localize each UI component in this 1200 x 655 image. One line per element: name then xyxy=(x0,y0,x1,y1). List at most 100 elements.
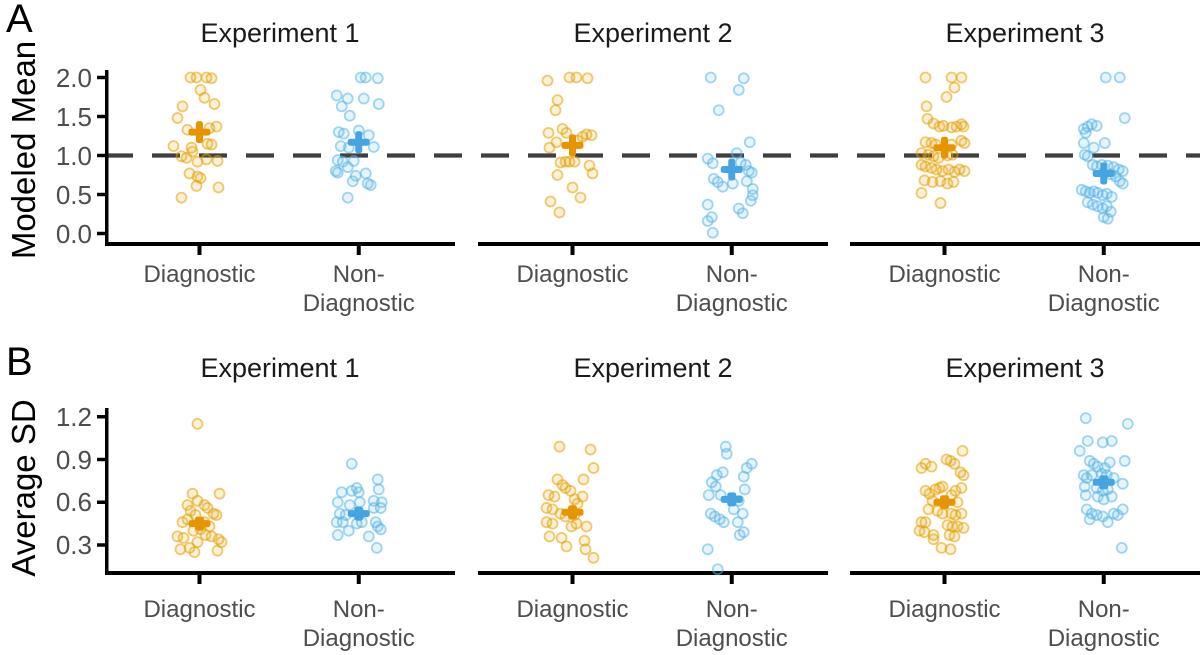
data-point xyxy=(212,181,225,194)
data-point xyxy=(1115,541,1128,554)
panel-letter-a: A xyxy=(6,0,33,41)
data-point xyxy=(1118,112,1131,124)
data-point xyxy=(1098,137,1111,149)
data-point xyxy=(1101,212,1114,225)
data-point xyxy=(551,94,564,107)
data-point xyxy=(745,166,758,179)
x-category-label: Non- xyxy=(332,596,385,623)
data-point xyxy=(587,551,600,564)
mean-marker xyxy=(933,498,956,506)
data-point xyxy=(704,71,717,84)
data-point xyxy=(210,509,223,521)
data-point xyxy=(1079,489,1092,502)
data-point xyxy=(957,522,970,534)
y-tick-label: 1.0 xyxy=(55,140,92,171)
y-tick-label: 0.0 xyxy=(55,218,92,249)
data-point xyxy=(371,473,384,486)
data-point xyxy=(546,517,559,530)
data-point xyxy=(706,226,719,239)
x-category-label: Diagnostic xyxy=(302,290,415,317)
data-point xyxy=(184,71,197,84)
mean-marker xyxy=(933,144,956,152)
y-tick-label: 0.3 xyxy=(55,530,92,560)
data-point xyxy=(171,112,184,124)
mean-marker xyxy=(720,166,743,174)
data-point xyxy=(1079,126,1092,139)
data-point xyxy=(942,163,955,176)
data-point xyxy=(1091,490,1104,503)
facet-title: Experiment 2 xyxy=(573,353,733,383)
data-point xyxy=(551,169,564,181)
data-point xyxy=(343,109,356,122)
x-category-label: Diagnostic xyxy=(675,625,788,652)
data-point xyxy=(359,167,372,180)
data-point xyxy=(732,84,745,96)
data-point xyxy=(730,147,743,160)
mean-marker xyxy=(720,495,743,503)
facet-title: Experiment 3 xyxy=(945,18,1105,48)
data-point xyxy=(1116,177,1129,190)
data-point xyxy=(948,457,961,470)
data-point xyxy=(208,98,221,110)
data-point xyxy=(1116,477,1129,490)
data-point xyxy=(574,191,587,204)
x-category-label: Diagnostic xyxy=(143,596,256,623)
data-point xyxy=(555,531,568,544)
data-point xyxy=(915,187,928,199)
data-point xyxy=(940,91,953,103)
data-point xyxy=(733,529,746,541)
data-point xyxy=(190,71,203,84)
data-point xyxy=(915,462,928,474)
data-point xyxy=(359,71,372,84)
data-point xyxy=(948,530,961,543)
data-point xyxy=(352,486,365,499)
mean-marker xyxy=(188,128,211,136)
data-point xyxy=(205,72,218,85)
data-point xyxy=(706,157,719,170)
data-point xyxy=(957,120,970,133)
mean-marker xyxy=(1092,169,1115,177)
data-point xyxy=(1073,445,1086,457)
data-point xyxy=(934,197,947,209)
data-point xyxy=(346,175,359,188)
data-point xyxy=(1083,513,1096,526)
mean-marker xyxy=(1092,478,1115,486)
mean-marker xyxy=(561,141,584,149)
data-point xyxy=(945,71,958,84)
data-point xyxy=(731,516,744,529)
data-point xyxy=(744,194,757,207)
data-point xyxy=(1101,516,1114,529)
data-point xyxy=(345,457,358,470)
data-point xyxy=(716,180,729,193)
data-point xyxy=(701,215,714,227)
data-point xyxy=(740,175,753,188)
data-point xyxy=(180,151,193,164)
data-point xyxy=(372,483,385,496)
facet-title: Experiment 2 xyxy=(573,18,733,48)
data-point xyxy=(568,155,581,168)
y-tick-label: 0.9 xyxy=(55,444,92,475)
data-point xyxy=(701,198,714,211)
data-point xyxy=(944,543,957,556)
data-point xyxy=(211,155,224,167)
data-point xyxy=(919,71,932,84)
data-point xyxy=(211,544,224,557)
data-point xyxy=(559,155,572,168)
data-point xyxy=(200,153,213,166)
data-point xyxy=(927,533,940,546)
panel-letter-b: B xyxy=(6,340,33,384)
data-point xyxy=(1081,150,1094,163)
data-point xyxy=(167,140,180,153)
data-point xyxy=(331,529,344,541)
data-point xyxy=(541,74,554,87)
data-point xyxy=(1099,71,1112,84)
data-point xyxy=(341,161,354,174)
data-point xyxy=(343,499,356,512)
data-point xyxy=(372,98,385,110)
data-point xyxy=(181,499,194,512)
data-point xyxy=(1081,435,1094,447)
data-point xyxy=(585,129,598,142)
data-point xyxy=(543,141,556,154)
facet-title: Experiment 1 xyxy=(200,353,360,383)
data-point xyxy=(701,543,714,556)
